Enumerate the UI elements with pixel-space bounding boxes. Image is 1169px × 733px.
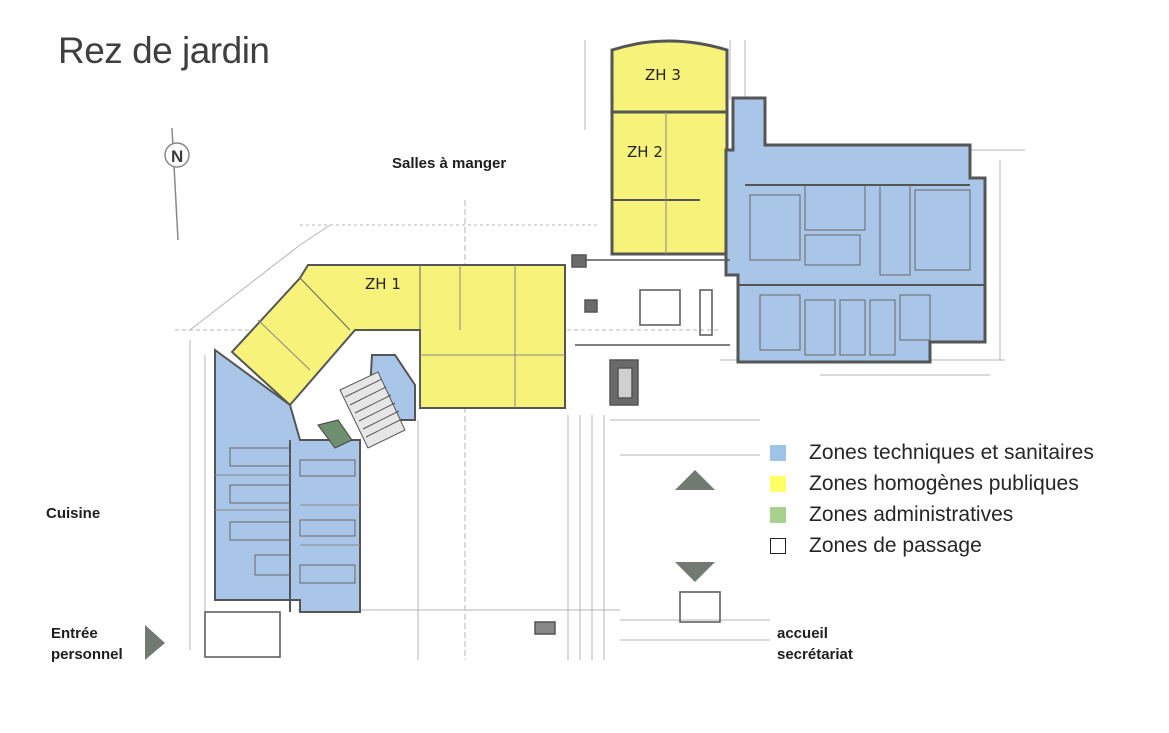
- north-letter: N: [171, 147, 183, 166]
- legend-swatch-administrative: [770, 506, 786, 523]
- zone-zh2-label: ZH 2: [627, 143, 663, 161]
- corridor-details: [571, 254, 730, 406]
- zone-right-technical: [724, 96, 987, 364]
- zone-zh2-area: [610, 110, 729, 256]
- entrance-arrows: [145, 470, 715, 660]
- construction-lines: [175, 40, 1025, 660]
- reception-line1: accueil: [777, 625, 828, 642]
- zone-kitchen-technical: [214, 348, 361, 613]
- legend-item-administrative: Zones administratives: [770, 499, 1094, 530]
- legend: Zones techniques et sanitaires Zones hom…: [770, 437, 1094, 561]
- legend-label: Zones techniques et sanitaires: [809, 440, 1094, 464]
- zone-zh1-label: ZH 1: [365, 275, 401, 293]
- dining-label: Salles à manger: [392, 155, 507, 172]
- legend-swatch-public: [770, 475, 786, 492]
- zone-zh3-area: [610, 39, 729, 114]
- legend-swatch-passage: [770, 537, 786, 554]
- legend-label: Zones administratives: [809, 502, 1014, 526]
- arrow-down-icon: [675, 562, 715, 582]
- zone-zh1-area: [230, 264, 566, 409]
- reception-label: accueil secrétariat: [777, 623, 853, 665]
- staff-entrance-label: Entrée personnel: [51, 623, 123, 665]
- staff-entrance-arrow-icon: [145, 625, 165, 660]
- arrow-up-icon: [675, 470, 715, 490]
- north-arrow-icon: [164, 127, 190, 241]
- zone-zh3-label: ZH 3: [645, 66, 681, 84]
- legend-item-public: Zones homogènes publiques: [770, 468, 1094, 499]
- staff-entrance-line2: personnel: [51, 646, 123, 663]
- kitchen-label: Cuisine: [46, 505, 101, 522]
- staff-entrance-line1: Entrée: [51, 625, 98, 642]
- legend-item-technical: Zones techniques et sanitaires: [770, 437, 1094, 468]
- page-title: Rez de jardin: [58, 30, 270, 71]
- legend-label: Zones de passage: [809, 533, 982, 557]
- legend-swatch-technical: [770, 444, 786, 461]
- bottom-porch: [204, 591, 721, 658]
- legend-item-passage: Zones de passage: [770, 530, 1094, 561]
- reception-line2: secrétariat: [777, 646, 853, 663]
- legend-label: Zones homogènes publiques: [809, 471, 1079, 495]
- stairs: [339, 371, 406, 449]
